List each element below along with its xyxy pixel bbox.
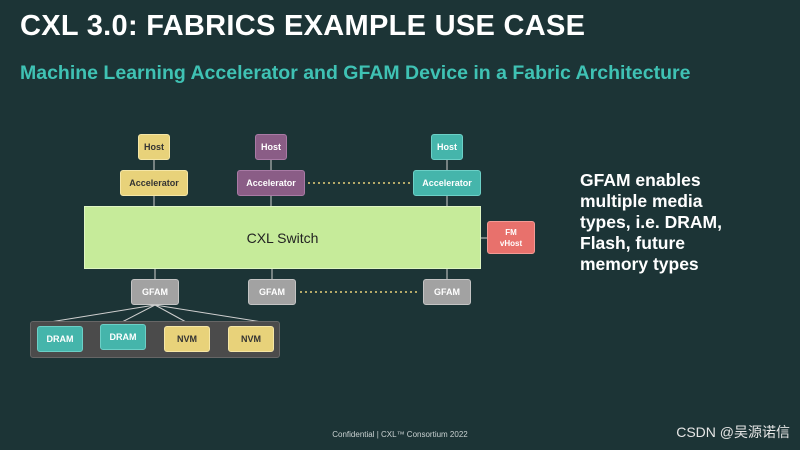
host-box-3: Host [431,134,463,160]
dram-box-1: DRAM [37,326,83,352]
gfam-mem-line-4 [154,304,263,323]
side-note-line: Flash, future [580,233,686,253]
vhost-label: vHost [499,238,523,248]
host-box-1: Host [138,134,170,160]
footer-text: Confidential | CXL™ Consortium 2022 [332,430,468,439]
nvm-box-2: NVM [228,326,274,352]
gfam-box-3: GFAM [423,279,471,305]
accelerator-box-3: Accelerator [413,170,481,196]
fm-vhost-box: FM vHost [487,221,535,254]
gfam-mem-line-3 [154,304,187,323]
gfam-mem-line-1 [49,304,156,323]
accelerator-box-2: Accelerator [237,170,305,196]
side-note-line: memory types [580,254,699,274]
side-note-line: types, i.e. DRAM, [580,212,722,232]
gfam-box-2: GFAM [248,279,296,305]
dram-box-2: DRAM [100,324,146,350]
side-note-line: multiple media [580,191,703,211]
side-note: GFAM enables multiple media types, i.e. … [580,170,780,275]
slide-title: CXL 3.0: FABRICS EXAMPLE USE CASE [20,10,586,42]
side-note-line: GFAM enables [580,170,701,190]
nvm-box-1: NVM [164,326,210,352]
gfam-mem-line-2 [121,304,156,323]
fm-label: FM [505,227,517,237]
watermark: CSDN @吴源诺信 [676,424,790,440]
cxl-switch: CXL Switch [84,206,481,269]
host-box-2: Host [255,134,287,160]
slide-subtitle: Machine Learning Accelerator and GFAM De… [20,62,691,84]
accelerator-box-1: Accelerator [120,170,188,196]
gfam-box-1: GFAM [131,279,179,305]
